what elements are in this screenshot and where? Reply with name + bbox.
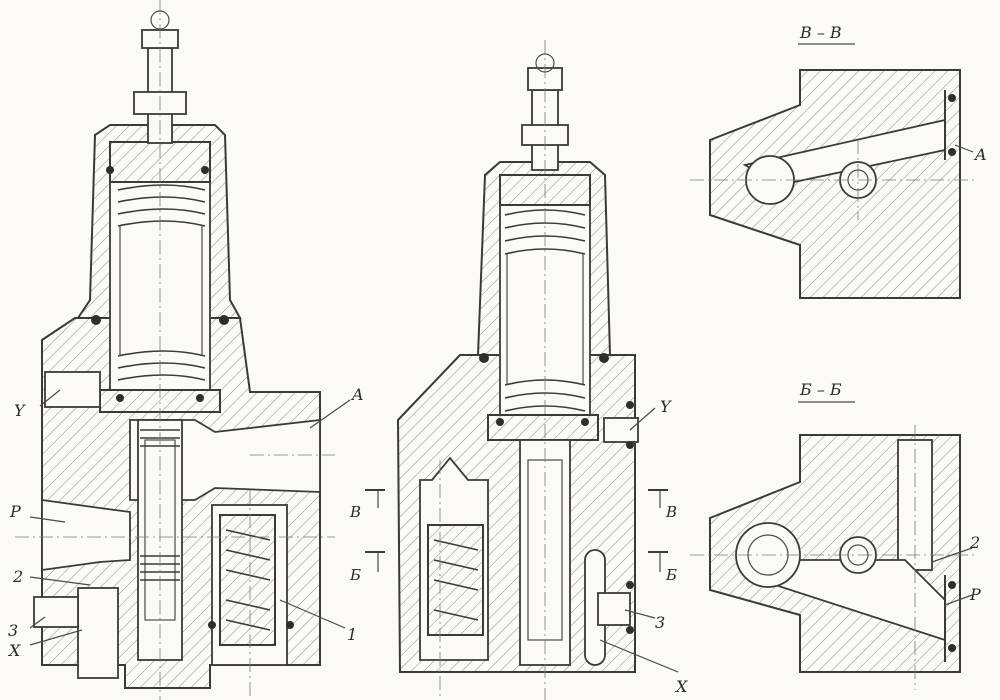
middle-label-X: X xyxy=(674,677,688,696)
cutting-plane-markers xyxy=(365,489,668,572)
cut-label-B-right: Б xyxy=(665,566,677,584)
middle-plug-3 xyxy=(597,592,631,626)
left-port-Y-fitting xyxy=(44,371,101,408)
section-BB-view: Б – Б xyxy=(690,380,975,690)
cut-label-V-right: В xyxy=(665,503,677,521)
section-VV-title: В – В xyxy=(799,23,842,42)
middle-pilot-piston xyxy=(427,524,484,636)
section-BB-o-ring-bottom xyxy=(948,644,956,652)
section-VV-label-A: A xyxy=(973,145,987,164)
middle-label-Y: Y xyxy=(660,397,672,416)
middle-port-Y xyxy=(603,417,639,443)
section-BB-label-2: 2 xyxy=(969,533,980,552)
cut-label-V-left: В xyxy=(349,503,361,521)
left-port-X-fitting xyxy=(77,587,119,679)
section-BB-o-ring-top xyxy=(948,581,956,589)
middle-sectional-view xyxy=(365,40,679,700)
left-plug-3 xyxy=(33,596,79,628)
left-label-2: 2 xyxy=(12,567,23,586)
left-label-A: A xyxy=(350,385,364,404)
middle-label-3: 3 xyxy=(655,613,665,632)
left-label-3: 3 xyxy=(8,621,18,640)
section-VV-body xyxy=(709,69,961,299)
section-BB-title: Б – Б xyxy=(799,380,842,399)
left-label-Y: Y xyxy=(14,401,26,420)
middle-o-rings xyxy=(479,353,634,634)
left-label-1: 1 xyxy=(347,625,357,644)
cut-label-B-left: Б xyxy=(349,566,361,584)
left-o-rings xyxy=(91,166,294,629)
left-port-P xyxy=(41,498,131,572)
left-spring xyxy=(117,184,206,381)
left-label-P: P xyxy=(9,502,21,521)
section-VV-o-ring-bottom xyxy=(948,148,956,156)
section-VV-view: В – В xyxy=(690,23,975,299)
left-label-X: X xyxy=(7,641,21,660)
left-sectional-view xyxy=(15,0,351,700)
middle-spring-bottom-plate xyxy=(487,414,599,441)
section-VV-o-ring-top xyxy=(948,94,956,102)
section-BB-label-P: P xyxy=(969,585,981,604)
